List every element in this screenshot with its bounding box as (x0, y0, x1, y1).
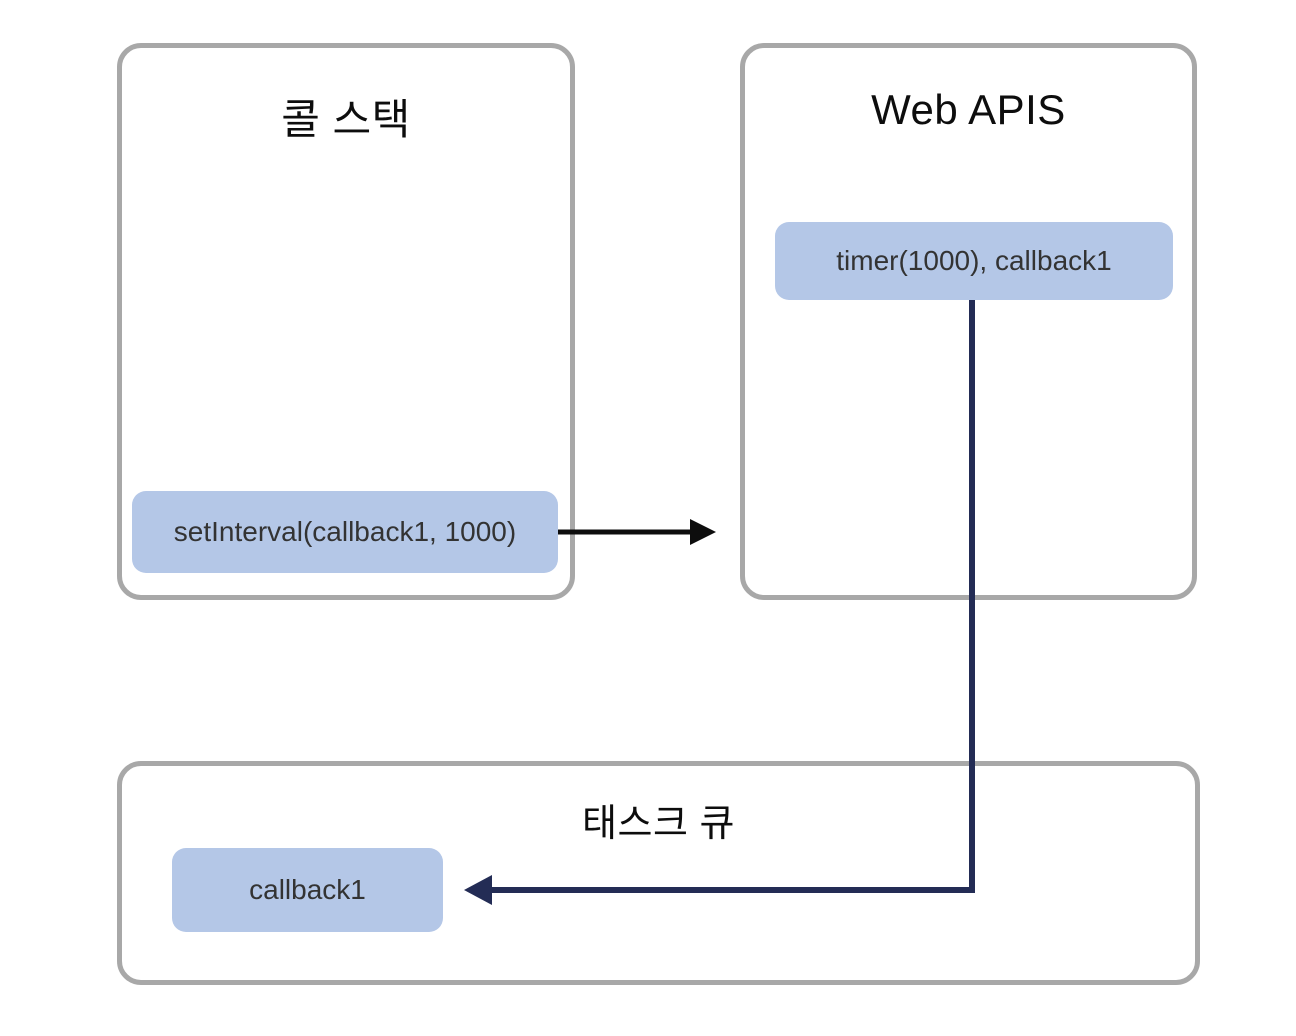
callback1-chip-label: callback1 (249, 874, 366, 905)
timer-chip: timer(1000), callback1 (775, 222, 1173, 300)
web-apis-box: Web APIS timer(1000), callback1 (740, 43, 1197, 600)
call-stack-box: 콜 스택 setInterval(callback1, 1000) (117, 43, 575, 600)
setinterval-chip: setInterval(callback1, 1000) (132, 491, 558, 573)
timer-chip-label: timer(1000), callback1 (836, 245, 1112, 276)
setinterval-to-webapis-arrow (558, 519, 716, 545)
callback1-chip: callback1 (172, 848, 443, 932)
call-stack-title: 콜 스택 (281, 96, 411, 143)
right-arrowhead-icon (690, 519, 716, 545)
web-apis-title: Web APIS (871, 86, 1066, 133)
task-queue-title: 태스크 큐 (582, 803, 735, 845)
task-queue-box: 태스크 큐 callback1 (117, 761, 1200, 985)
setinterval-chip-label: setInterval(callback1, 1000) (173, 516, 517, 547)
